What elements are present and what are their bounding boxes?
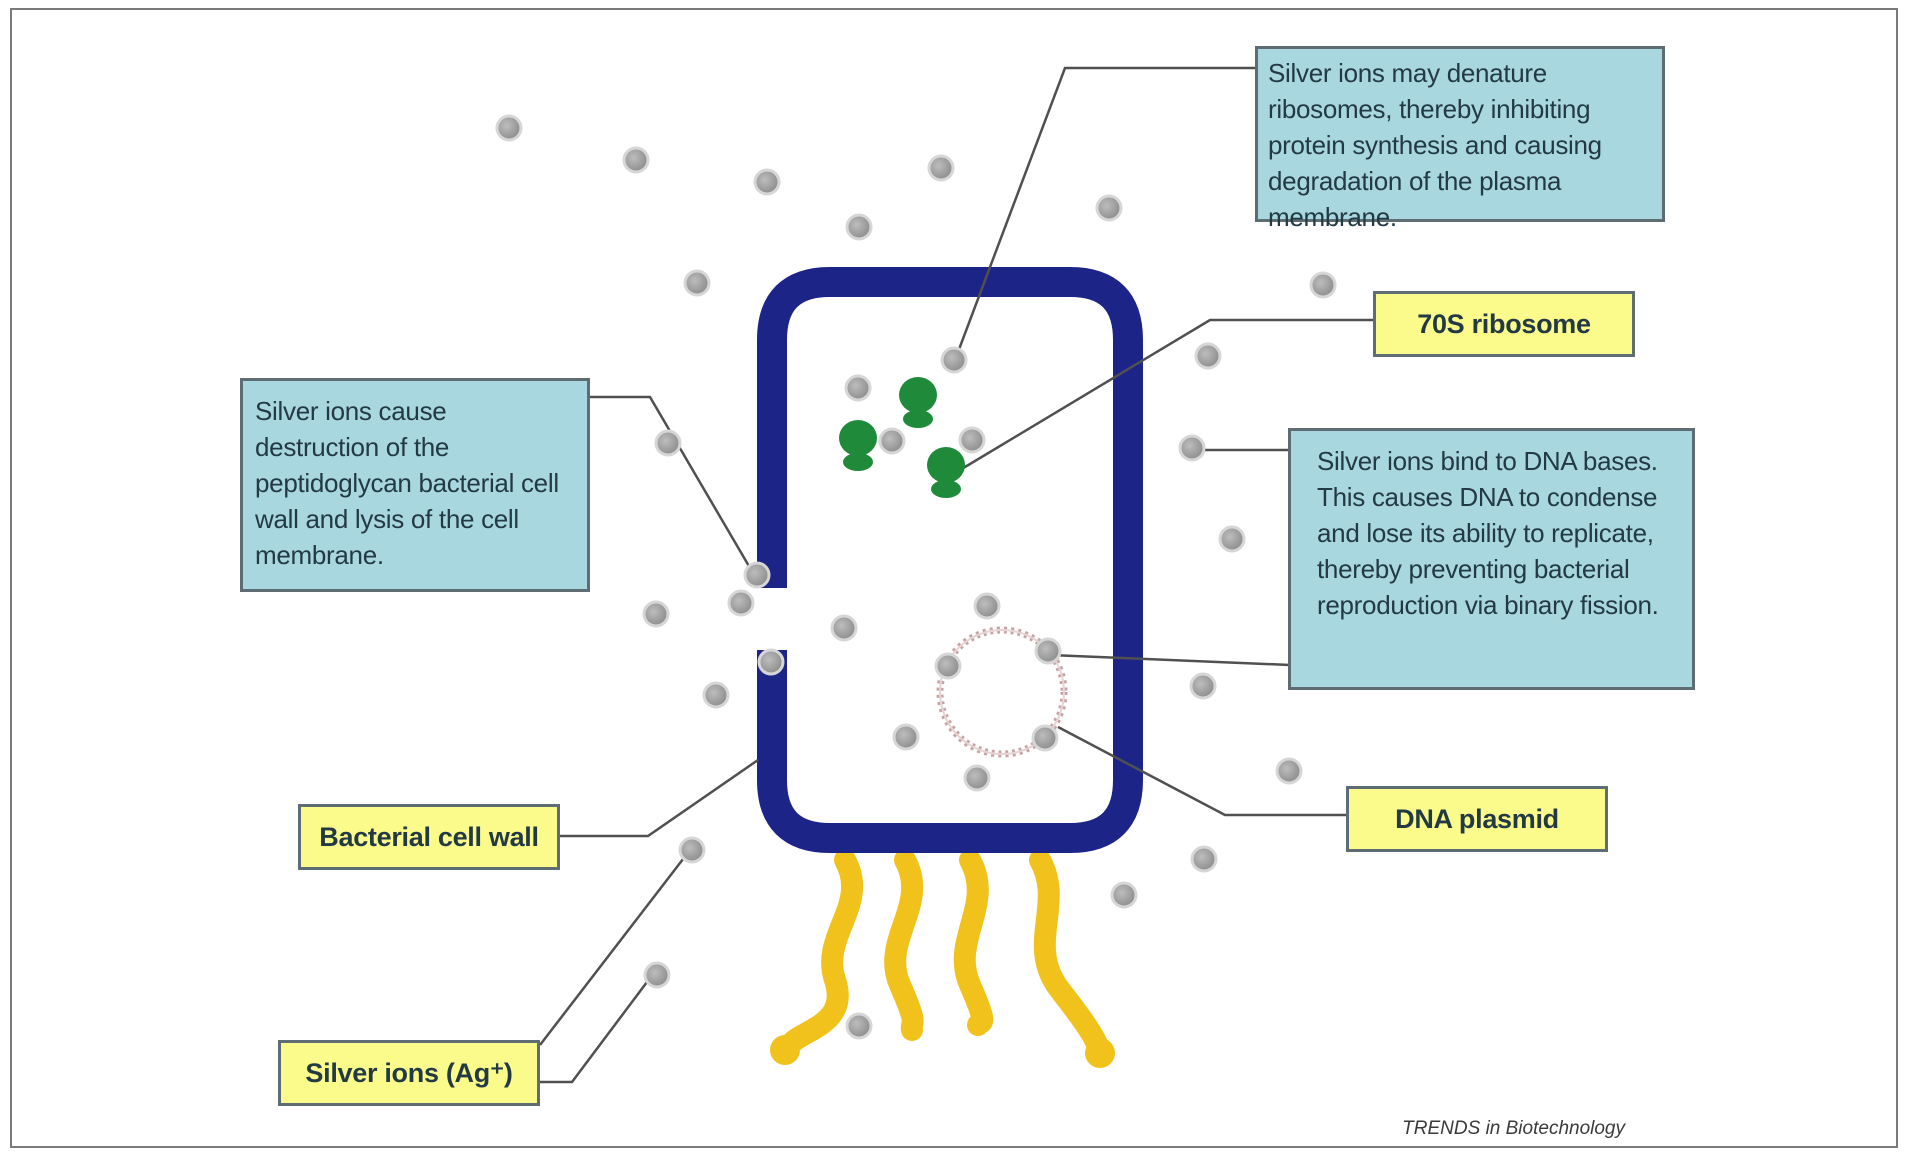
flagellum [953, 849, 994, 1036]
silver-ion [1218, 525, 1246, 553]
flagellum-tip [770, 1035, 800, 1065]
silver-ion [1194, 342, 1222, 370]
callout-ribosome-denature: Silver ions may denature ribosomes, ther… [1255, 46, 1665, 232]
silver-ion [1189, 672, 1217, 700]
leader-dna-plasmid-bind [1049, 653, 1291, 667]
silver-ion [934, 652, 962, 680]
leader-ribosome-denature [953, 66, 1255, 361]
flagellum [1029, 849, 1111, 1061]
silver-ion [757, 648, 785, 676]
ribosome [899, 377, 937, 428]
silver-ion [1178, 434, 1206, 462]
silver-ion [973, 592, 1001, 620]
ribosome [927, 447, 965, 498]
silver-ion [892, 723, 920, 751]
flagellum [884, 849, 924, 1041]
silver-ion [622, 146, 650, 174]
leader-dna-plasmid [1057, 725, 1348, 817]
dna-plasmid-inner [939, 629, 1065, 755]
label-silver-ions-text: Silver ions (Ag⁺) [305, 1057, 513, 1088]
silver-ion [958, 426, 986, 454]
silver-ion [845, 213, 873, 241]
ribosome [839, 420, 877, 471]
silver-ion [844, 374, 872, 402]
silver-ion [927, 154, 955, 182]
silver-ion [1110, 881, 1138, 909]
callout-dna-binding: Silver ions bind to DNA bases. This caus… [1288, 428, 1695, 690]
callout-ribosome-denature-text: Silver ions may denature ribosomes, ther… [1268, 58, 1602, 232]
silver-ion [683, 269, 711, 297]
ribosomes [839, 377, 965, 498]
silver-ion [1275, 757, 1303, 785]
label-70s-ribosome-text: 70S ribosome [1417, 308, 1591, 339]
label-bacterial-cell-wall: Bacterial cell wall [298, 804, 560, 870]
label-dna-plasmid-text: DNA plasmid [1395, 803, 1559, 834]
callout-dna-binding-text: Silver ions bind to DNA bases. This caus… [1317, 446, 1659, 620]
label-bacterial-cell-wall-text: Bacterial cell wall [319, 821, 539, 852]
silver-ion [878, 427, 906, 455]
flagella [779, 849, 1111, 1061]
flagellum [779, 849, 864, 1056]
silver-ion [1034, 637, 1062, 665]
label-dna-plasmid: DNA plasmid [1346, 786, 1608, 852]
silver-ion [727, 589, 755, 617]
leader-bacterial-cell-wall [558, 758, 759, 838]
silver-ion [845, 1012, 873, 1040]
credit-text: TRENDS in Biotechnology [1402, 1118, 1625, 1139]
silver-ions [495, 114, 1337, 1040]
silver-ion [654, 429, 682, 457]
leader-70s-ribosome [959, 318, 1375, 472]
leader-lines [539, 66, 1375, 1084]
silver-ion [830, 614, 858, 642]
silver-ion [1309, 271, 1337, 299]
silver-ion [940, 346, 968, 374]
callout-cell-wall-destruction: Silver ions cause destruction of the pep… [240, 378, 590, 592]
silver-ion [743, 561, 771, 589]
silver-ion [643, 961, 671, 989]
silver-ion [702, 681, 730, 709]
silver-ion [678, 836, 706, 864]
silver-ion [1190, 845, 1218, 873]
silver-ion [753, 168, 781, 196]
silver-ion [1095, 194, 1123, 222]
callout-cell-wall-destruction-text: Silver ions cause destruction of the pep… [255, 396, 559, 570]
label-70s-ribosome: 70S ribosome [1373, 291, 1635, 357]
silver-ion [642, 600, 670, 628]
flagellum-tip [1085, 1038, 1115, 1068]
silver-ion [495, 114, 523, 142]
leader-cell-wall-destruction [590, 395, 762, 586]
silver-ion [963, 764, 991, 792]
leader-silver-ions-a [539, 849, 691, 1046]
label-silver-ions: Silver ions (Ag⁺) [278, 1040, 540, 1106]
silver-ion [1031, 724, 1059, 752]
leader-silver-ions-b [540, 977, 651, 1084]
